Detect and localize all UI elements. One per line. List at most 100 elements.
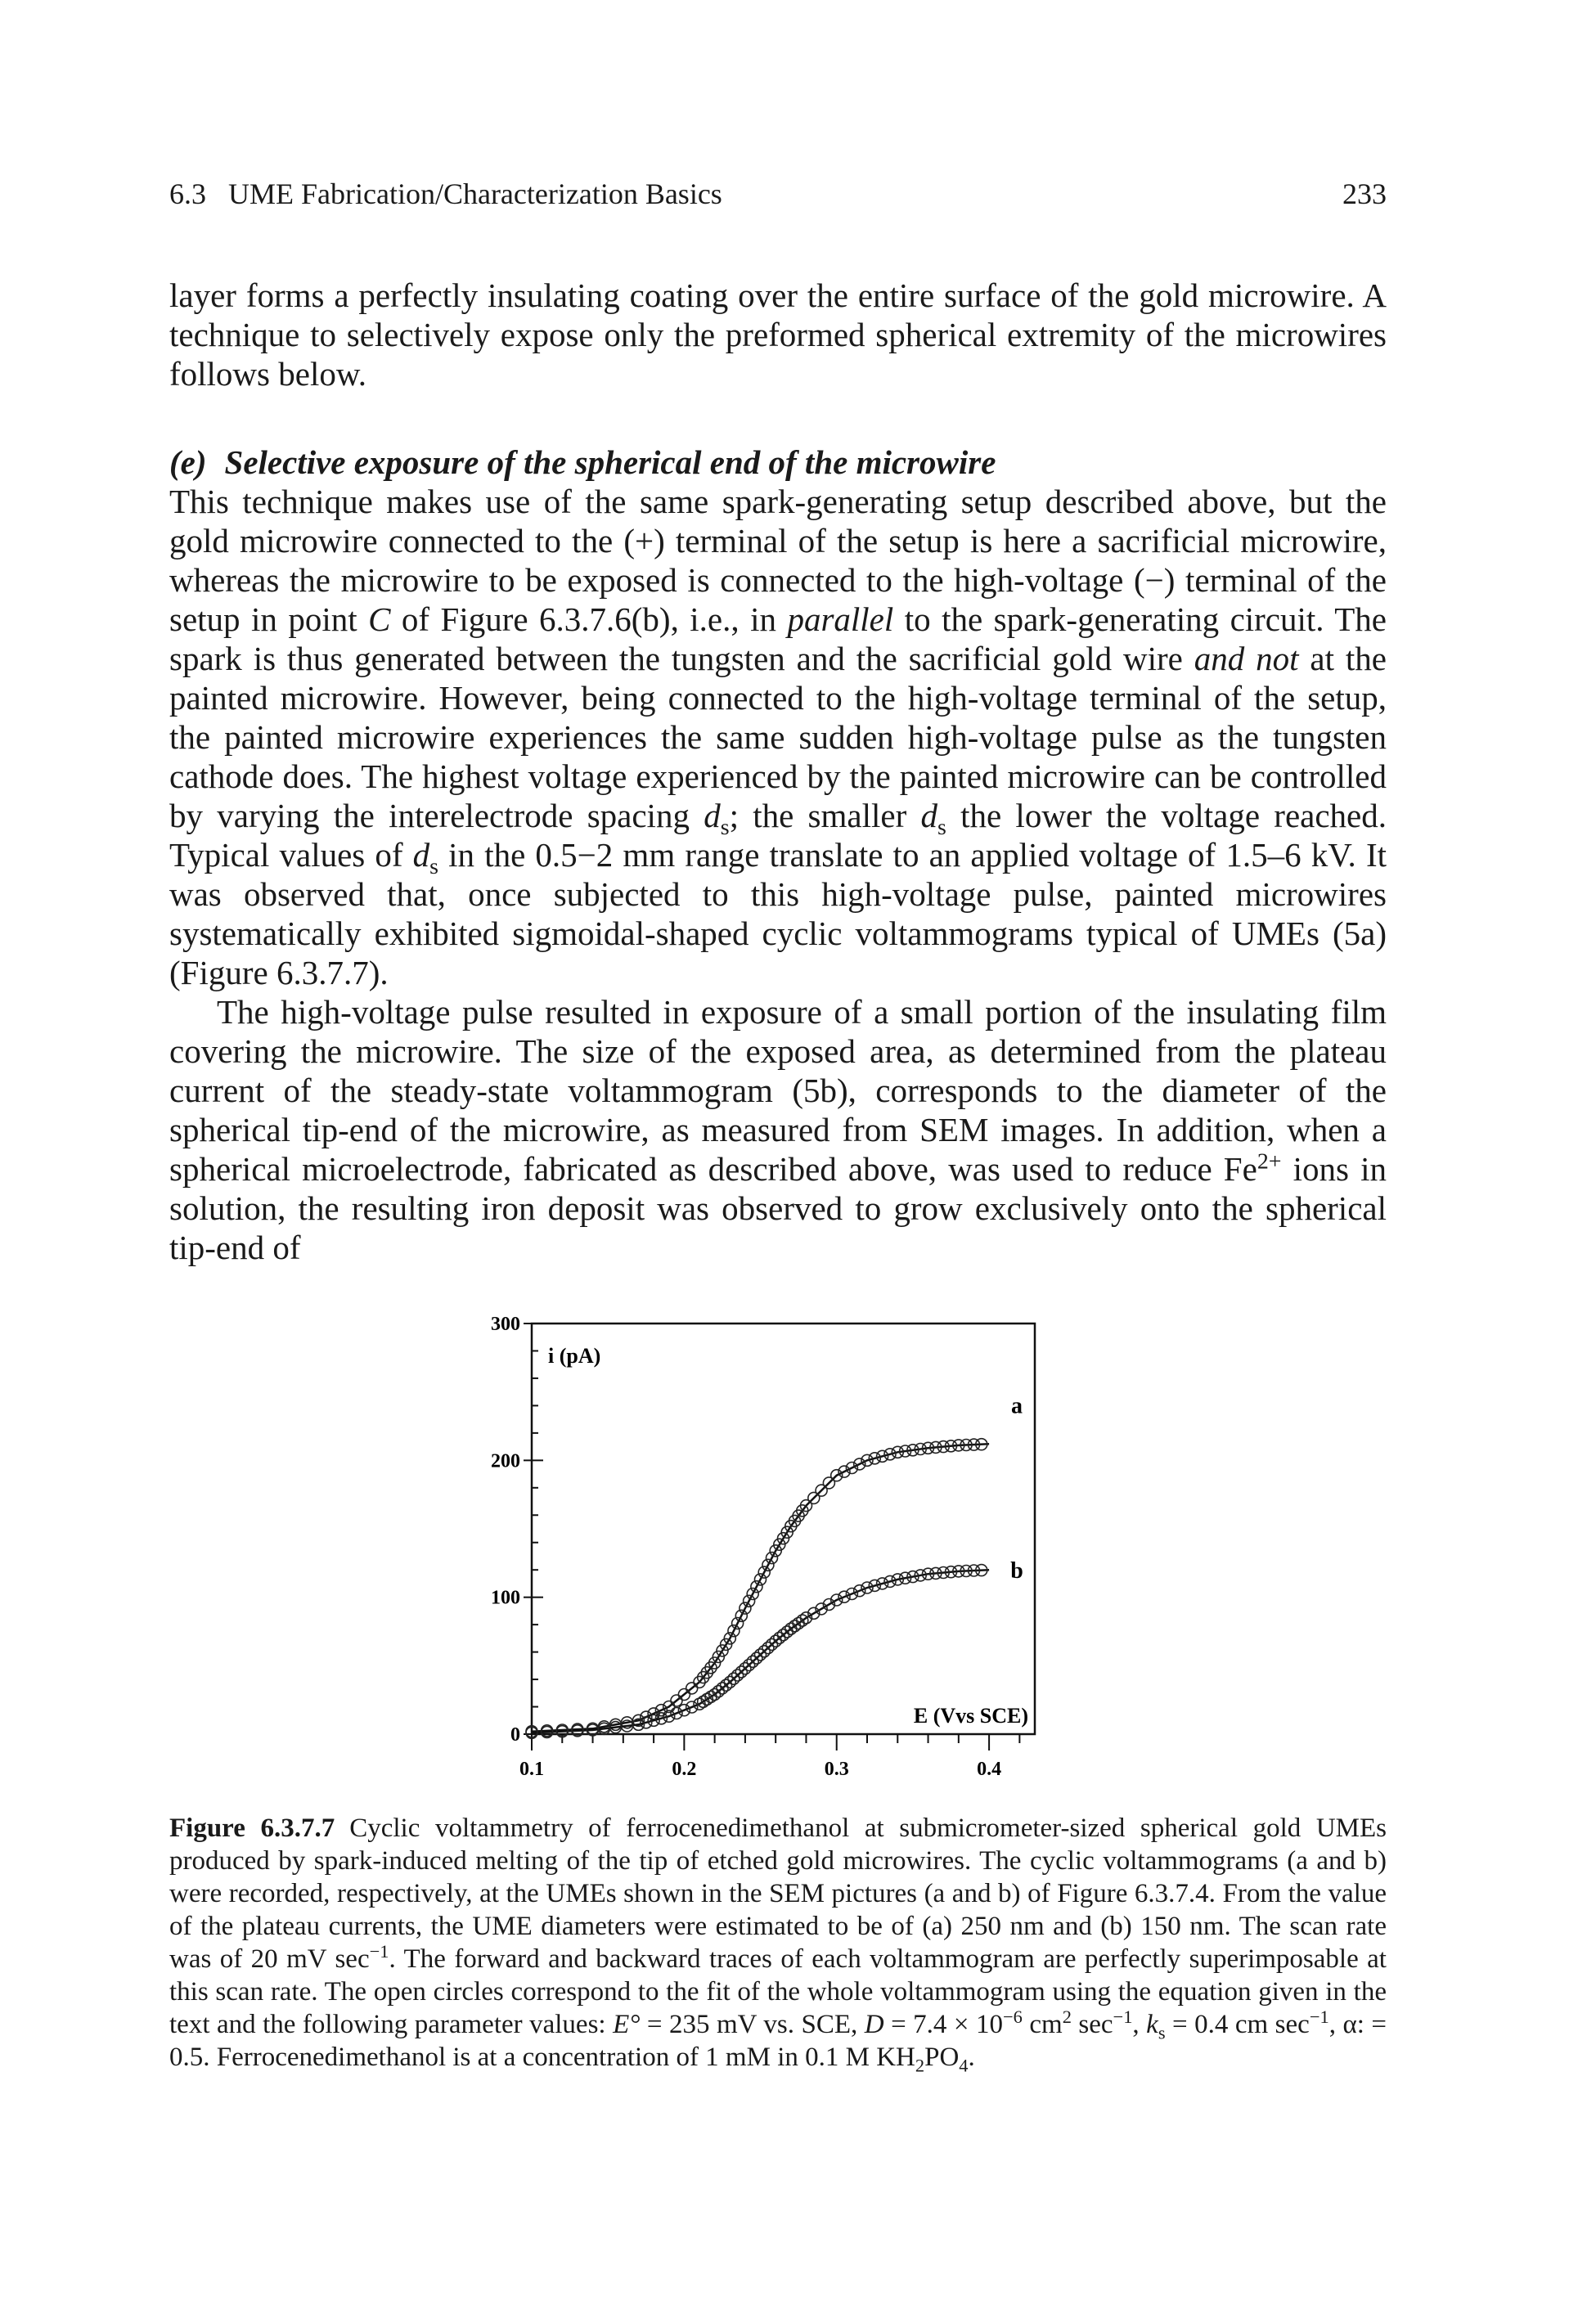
series-b-point [712,1684,726,1698]
symbol-d: d [920,797,937,834]
y-tick-label: 300 [491,1314,520,1335]
series-a-point [776,1531,790,1545]
series-a-point [868,1452,882,1465]
superscript: −1 [369,1941,389,1962]
series-b-point [647,1714,660,1728]
y-tick-label: 100 [491,1588,520,1609]
series-a-point [845,1461,859,1475]
series-b-point [670,1706,683,1720]
text-span: , [1132,2010,1147,2039]
series-b-point [540,1725,554,1739]
series-b-point [772,1631,786,1645]
series-b-point [525,1726,538,1740]
series-a-point [765,1551,779,1565]
series-b-point [845,1587,859,1601]
caption-label: Figure 6.3.7.7 [169,1813,335,1843]
series-a-point [960,1438,973,1452]
emphasis-parallel: parallel [787,600,894,638]
series-a-point [677,1688,691,1701]
series-b-point [571,1724,584,1737]
series-a-point [937,1440,951,1454]
series-b-point [739,1661,752,1675]
paragraph-2: This technique makes use of the same spa… [169,482,1387,992]
series-b-point [776,1628,790,1642]
series-b-point [898,1571,912,1585]
text-span: = 0.4 cm sec [1165,2010,1310,2039]
series-b-point [868,1579,882,1593]
series-a-point [708,1656,722,1670]
series-a-point [974,1437,988,1451]
series-a-point [654,1703,668,1717]
series-b-point [974,1563,988,1577]
text-span: = 7.4 × 10 [883,2010,1004,2039]
series-a-point [967,1438,981,1451]
series-a-point [735,1609,749,1623]
subscript: 2 [915,2055,925,2076]
series-a-point [829,1468,843,1482]
paragraph-1: layer forms a perfectly insulating coati… [169,276,1387,393]
series-a-point [762,1558,775,1572]
series-b-point [951,1565,965,1578]
series-a-point [731,1616,744,1630]
heading-label: (e) [169,443,207,481]
series-b-point [662,1710,676,1724]
series-a-point [898,1445,912,1458]
series-b-point [735,1665,749,1679]
x-axis-label: E (Vvs SCE) [914,1704,1028,1728]
paragraph-3: The high-voltage pulse resulted in expos… [169,992,1387,1267]
series-b-point [921,1567,935,1581]
series-a-point [719,1638,733,1652]
text-span: the lower the voltage reached. Typical v… [169,797,1387,874]
series-a-point [758,1566,771,1579]
series-b-point [555,1724,569,1738]
series-a-line [531,1443,990,1733]
series-a-point [944,1440,958,1453]
series-a-point [921,1441,935,1455]
series-a-point [712,1650,726,1664]
text-span: ions in solution, the resulting iron dep… [169,1150,1387,1266]
superscript: −1 [1113,2007,1133,2027]
subscript: 4 [959,2055,969,2076]
series-a-point [875,1449,889,1463]
series-b-point [758,1644,771,1658]
series-a-point [772,1538,786,1552]
superscript: −1 [1309,2007,1329,2027]
heading-text: Selective exposure of the spherical end … [224,443,996,481]
series-a-point [662,1700,676,1714]
series-a-point [815,1484,828,1497]
text-span: to the spark-generating circuit. The spa… [169,600,1387,677]
superscript: −6 [1003,2007,1023,2027]
series-a-point [750,1580,763,1593]
series-b-point [861,1581,874,1594]
series-b-point [891,1573,905,1586]
text-span: . The forward and backward traces of eac… [169,1944,1387,2039]
series-b-point [731,1669,744,1682]
text-span: , α: = 0.5. Ferrocenedimethanol is at a … [169,2010,1387,2072]
series-b-point [829,1593,843,1607]
series-a-point [861,1454,874,1467]
text-span: This technique makes use of the same spa… [169,483,1387,638]
series-b-point [807,1607,820,1620]
series-a-point [822,1476,836,1490]
series-a-point [852,1458,866,1471]
series-b-point [762,1641,775,1655]
text-span: The high-voltage pulse resulted in expos… [169,993,1387,1188]
section-heading: (e) Selective exposure of the spherical e… [169,443,1387,482]
series-b-point [753,1648,767,1661]
series-a-point [670,1694,683,1707]
series-a-point [951,1439,965,1452]
series-b-point [795,1614,809,1627]
series-b-point [815,1602,828,1616]
series-b-point [640,1715,653,1729]
body-text: layer forms a perfectly insulating coati… [169,276,1387,1267]
series-b-point [742,1658,756,1672]
superscript: 2+ [1257,1148,1282,1175]
subscript: s [429,854,439,880]
series-b-point [685,1701,699,1714]
text-span: cm [1022,2010,1063,2039]
text-span: at the painted microwire. However, being… [169,640,1387,834]
series-a-point [929,1440,942,1454]
text-span: ; the smaller [729,797,921,834]
